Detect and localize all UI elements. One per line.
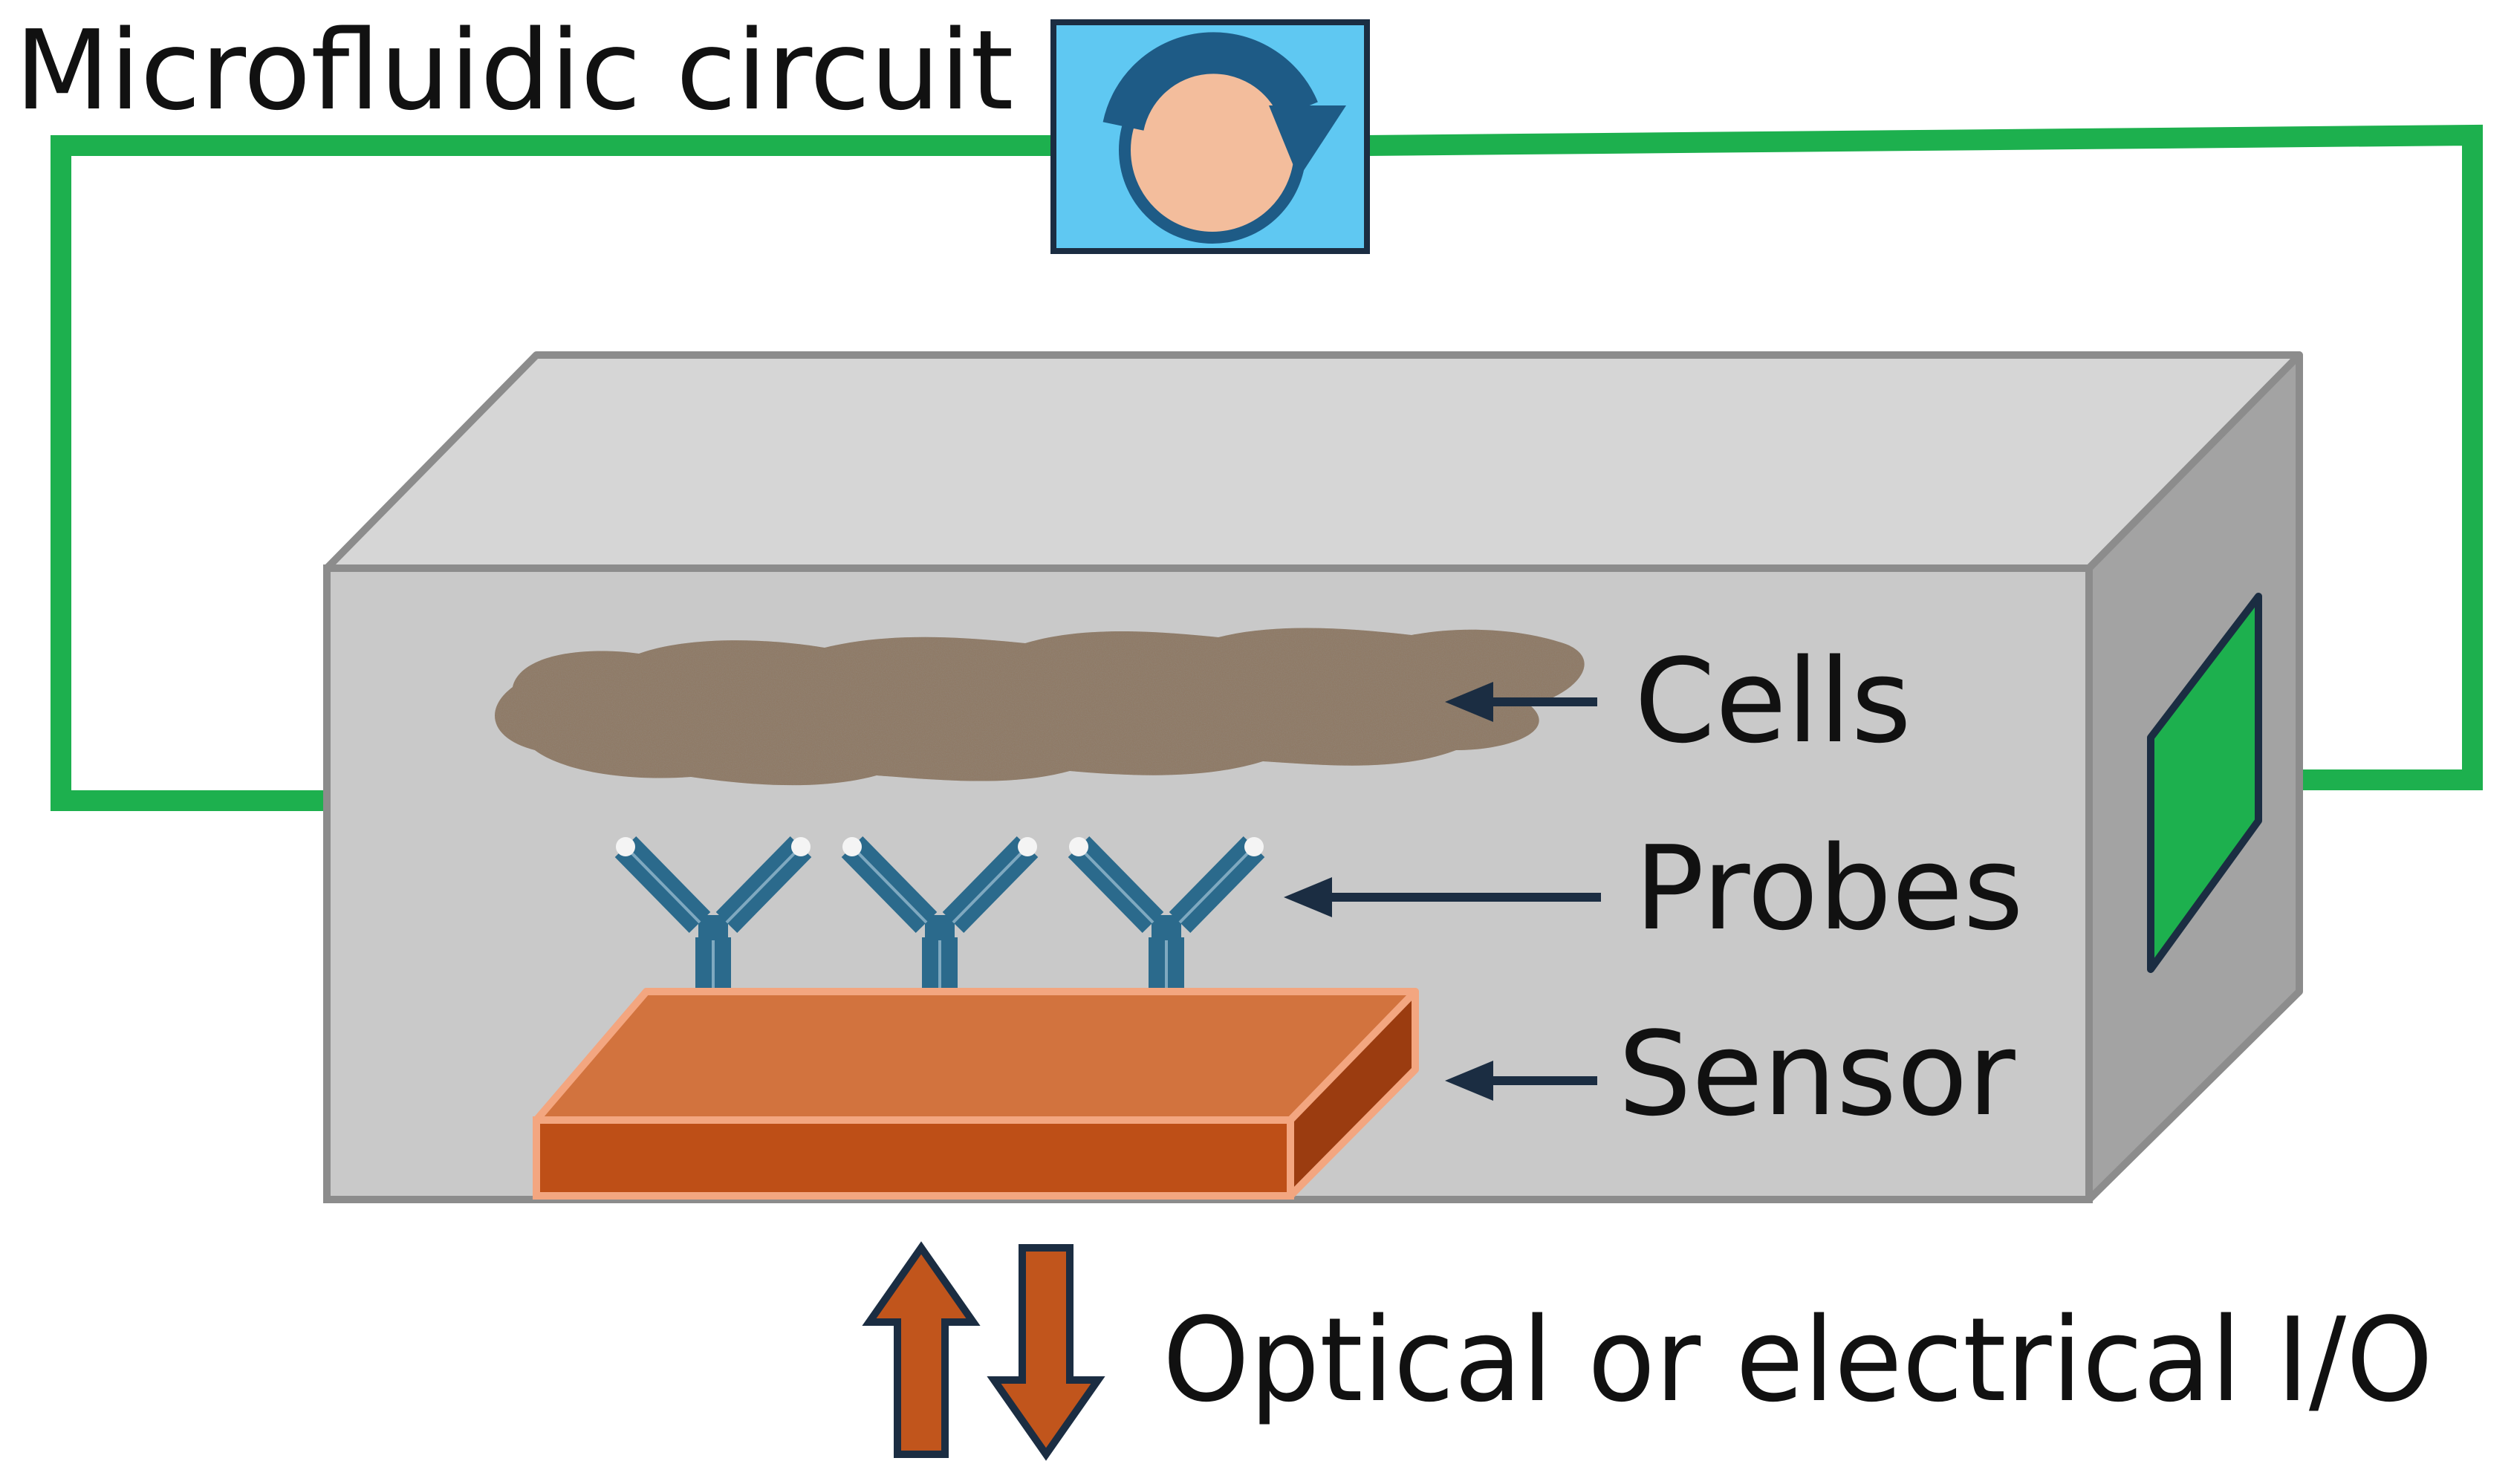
cells-label: Cells [1634, 634, 1912, 769]
sensor-front-face [533, 1116, 1294, 1200]
pump-arrowhead [1269, 105, 1346, 178]
outlet-port-icon [2147, 593, 2262, 973]
sensor-top-face [533, 988, 1419, 1124]
cells-layer [495, 628, 1585, 786]
tubing-loop [51, 135, 1056, 811]
sensor [533, 988, 1419, 1200]
probe-hinge [1152, 915, 1181, 940]
tubing-loop-right [1365, 124, 2483, 790]
pointer-arrows [1284, 682, 1601, 1101]
probes-pointer-arrow [1284, 877, 1601, 917]
probe-arm-right [715, 836, 812, 934]
pump [1050, 19, 1370, 254]
diagram-title: Microfluidic circuit [15, 7, 1013, 134]
probe-arm-left [841, 836, 938, 934]
up-arrow-icon [862, 1241, 981, 1458]
cells-pointer-arrow [1445, 682, 1597, 722]
pump-arrow-band [1102, 32, 1318, 131]
probes-label: Probes [1634, 821, 2024, 956]
sensor-label: Sensor [1618, 1006, 2016, 1142]
sensor-pointer-arrow [1445, 1061, 1597, 1101]
chamber-top-face [323, 351, 2303, 572]
probe-hinge [698, 915, 728, 940]
io-label: Optical or electrical I/O [1163, 1292, 2433, 1428]
down-arrow-icon [987, 1244, 1105, 1461]
cells-texture [495, 628, 1585, 786]
io-arrows [862, 1241, 1105, 1461]
probe-arm-left [1068, 836, 1164, 934]
pump-circular-arrow-icon [1102, 32, 1346, 244]
probe-hinge [925, 915, 955, 940]
probe-arm-left [614, 836, 711, 934]
probe-arm-right [1169, 836, 1265, 934]
probe-arm-right [942, 836, 1039, 934]
